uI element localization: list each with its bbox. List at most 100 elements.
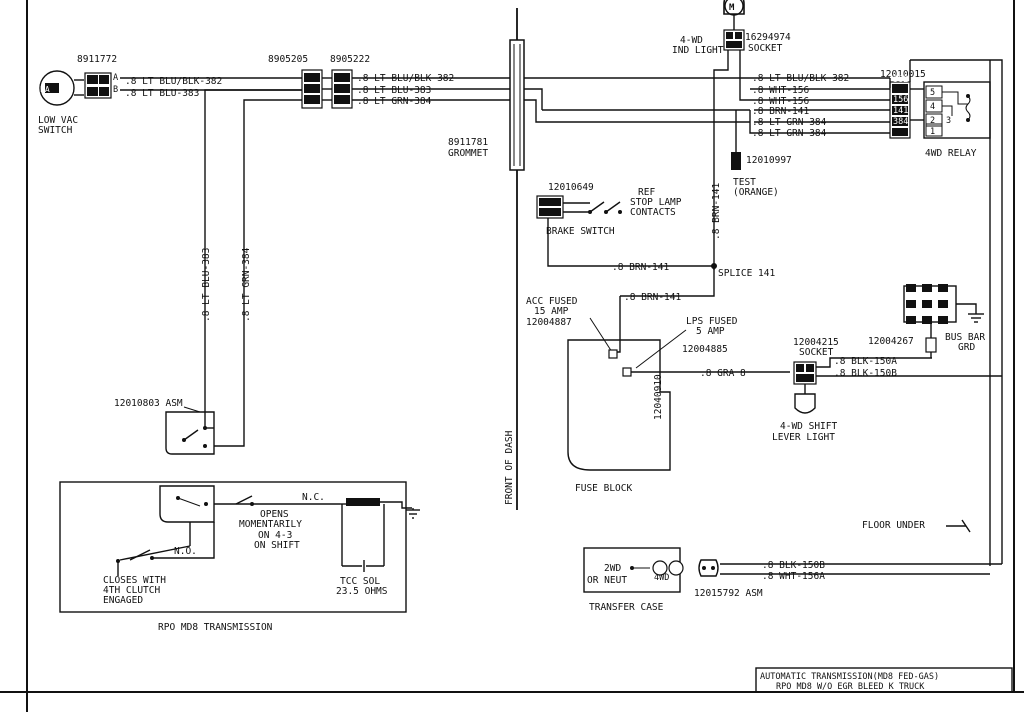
wire-383-mid: .8 LT BLU-383 — [357, 85, 431, 96]
opens-label-2: MOMENTARILY — [239, 519, 302, 530]
relay-pin-3: 3 — [946, 116, 951, 126]
bus-bar-part: 12004267 — [868, 336, 914, 347]
grommet: 8911781 GROMMET — [448, 39, 525, 171]
nc-label: N.C. — [302, 492, 325, 503]
shift-lever-light: 12004215 SOCKET 4-WD SHIFT LEVER LIGHT .… — [772, 337, 1002, 443]
floor-under: FLOOR UNDER — [862, 519, 971, 533]
brake-ref-3: CONTACTS — [630, 207, 676, 218]
front-of-dash-label: FRONT OF DASH — [504, 430, 515, 505]
wire-383-left: .8 LT BLU-383 — [125, 88, 199, 99]
connector-to-relay-wires: .8 LT BLU/BLK-382 .8 LT BLU-383 .8 LT GR… — [352, 73, 750, 123]
relay-wire-156-a: .8 WHT-156 — [752, 85, 809, 96]
ind-light-part: 16294974 — [745, 32, 791, 43]
wire-383-vertical: .8 LT BLU-383 — [201, 248, 212, 322]
transfer-4wd: 4WD — [654, 573, 669, 583]
opens-label-3: ON 4-3 — [258, 530, 292, 541]
test-label-1: TEST — [733, 177, 756, 188]
asm-12010803: 12010803 ASM — [114, 398, 215, 455]
pin-141: 141 — [893, 106, 908, 116]
title-line-2: RPO MD8 W/O EGR BLEED K TRUCK — [776, 682, 925, 692]
vertical-wires-to-asm: .8 LT BLU-383 .8 LT GRN-384 — [201, 89, 302, 447]
title-line-1: AUTOMATIC TRANSMISSION(MD8 FED-GAS) — [760, 672, 939, 682]
title-block: AUTOMATIC TRANSMISSION(MD8 FED-GAS) RPO … — [755, 667, 1013, 693]
opens-label-4: ON SHIFT — [254, 540, 300, 551]
transmission-box: N.C. N.O. OPENS MOMENTARILY ON 4-3 ON SH… — [59, 481, 420, 633]
transfer-neut: OR NEUT — [587, 575, 627, 586]
lps-label-2: 5 AMP — [696, 326, 725, 337]
splice-label: SPLICE 141 — [718, 268, 775, 279]
acc-part: 12004887 — [526, 317, 572, 328]
brake-ref-1: REF — [638, 187, 655, 198]
ind-light-socket: SOCKET — [748, 43, 783, 54]
pa-label: PA — [40, 85, 50, 94]
fuse-block-label: FUSE BLOCK — [575, 483, 632, 494]
wire-384-mid: .8 LT GRN-384 — [357, 96, 432, 107]
tcc-label-2: 23.5 OHMS — [336, 586, 388, 597]
acc-label-1: ACC FUSED — [526, 296, 578, 307]
no-label: N.O. — [174, 546, 197, 557]
brn-141-vertical: .8 BRN-141 — [711, 183, 722, 240]
ind-light-label-2: IND LIGHT — [672, 45, 724, 56]
asm-label: 12010803 ASM — [114, 398, 183, 409]
ind-light-label-1: 4-WD — [680, 35, 703, 46]
gra-8-wire: .8 GRA 8 — [700, 368, 746, 379]
connector-2-part: 8905222 — [330, 54, 370, 65]
low-vac-wires: .8 LT BLU/BLK-382 .8 LT BLU-383 — [120, 76, 302, 99]
brake-part: 12010649 — [548, 182, 594, 193]
transfer-2wd: 2WD — [604, 563, 621, 574]
relay-wire-384-b: .8 LT GRN-384 — [752, 128, 827, 139]
wire-382-mid: .8 LT BLU/BLK-382 — [357, 73, 454, 84]
transfer-label: TRANSFER CASE — [589, 602, 664, 613]
relay-pin-4: 4 — [930, 102, 935, 112]
low-vac-label-1: LOW VAC — [38, 115, 78, 126]
brake-switch: 12010649 BRAKE SWITCH REF STOP LAMP CONT… — [536, 182, 714, 273]
transfer-asm: 12015792 ASM — [694, 588, 763, 599]
brake-wire-141: .8 BRN-141 — [612, 262, 669, 273]
relay-wire-384-a: .8 LT GRN-384 — [752, 117, 827, 128]
relay-part: 12010015 — [880, 69, 926, 80]
low-vac-switch: PA 8911772 LOW VAC SWITCH A B — [38, 54, 118, 136]
m-glyph: M — [729, 3, 735, 13]
tcc-label-1: TCC SOL — [340, 576, 380, 587]
floor-under-label: FLOOR UNDER — [862, 520, 925, 531]
relay-wire-141: .8 BRN-141 — [752, 106, 809, 117]
pin-b-label: B — [113, 85, 118, 95]
bus-bar-ground: 12004267 BUS BAR GRD — [868, 284, 985, 358]
low-vac-label-2: SWITCH — [38, 125, 73, 136]
relay-wire-156-b: .8 WHT-156 — [752, 96, 809, 107]
lps-label-1: LPS FUSED — [686, 316, 738, 327]
bus-bar-label-2: GRD — [958, 342, 975, 353]
blk-150b-wire: .8 BLK-150B — [834, 368, 897, 379]
relay-pin-2: 2 — [930, 116, 935, 126]
four-wd-indicator-light: M 4-WD IND LIGHT 16294974 SOCKET — [672, 0, 890, 270]
wire-382-left: .8 LT BLU/BLK-382 — [125, 76, 222, 87]
shift-light-label-1: 4-WD SHIFT — [780, 421, 837, 432]
transfer-blk-150b: .8 BLK-150B — [762, 560, 825, 571]
relay-pin-5: 5 — [930, 88, 935, 98]
test-connector: 12010997 TEST (ORANGE) — [731, 110, 792, 198]
test-label-2: (ORANGE) — [733, 187, 779, 198]
bus-bar-label-1: BUS BAR — [945, 332, 985, 343]
pin-384: 384 — [893, 117, 908, 127]
closes-label-1: CLOSES WITH — [103, 575, 166, 586]
closes-label-2: 4TH CLUTCH — [103, 585, 160, 596]
lps-part: 12004885 — [682, 344, 728, 355]
brake-label: BRAKE SWITCH — [546, 226, 615, 237]
pin-382: 382 — [893, 75, 908, 85]
shift-light-label-2: LEVER LIGHT — [772, 432, 835, 443]
grommet-label: GROMMET — [448, 148, 488, 159]
fuse-block-part: 12040910 — [653, 374, 664, 420]
pin-156: 156 — [893, 95, 908, 105]
acc-label-2: 15 AMP — [534, 306, 569, 317]
blk-150a-wire: .8 BLK-150A — [834, 356, 897, 367]
right-vertical-wires — [909, 59, 1003, 566]
wire-384-vertical: .8 LT GRN-384 — [241, 247, 252, 322]
connector-1-part: 8905205 — [268, 54, 308, 65]
splice-wire-141: .8 BRN-141 — [624, 292, 681, 303]
relay-pin-1: 1 — [930, 127, 935, 137]
low-vac-part-number: 8911772 — [77, 54, 117, 65]
closes-label-3: ENGAGED — [103, 595, 143, 606]
transmission-caption: RPO MD8 TRANSMISSION — [158, 622, 273, 633]
splice-141: SPLICE 141 .8 BRN-141 — [620, 263, 775, 303]
